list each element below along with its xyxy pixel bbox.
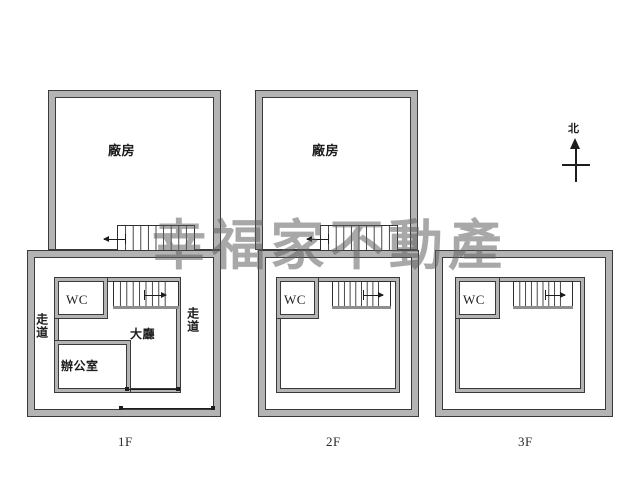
stair-direction-arrow-upper-1f bbox=[103, 236, 126, 242]
stair-arrow-tick-upper-1f bbox=[125, 234, 126, 244]
2f-wc-label: WC bbox=[284, 292, 306, 307]
1f-entry-door-pivot bbox=[119, 406, 123, 410]
stair-landing-lower-2f bbox=[332, 306, 391, 309]
floor-label-2f: 2F bbox=[326, 434, 341, 449]
stair-landing-3f bbox=[513, 306, 573, 309]
1f-wc-label: WC bbox=[66, 292, 88, 307]
3f-wc-interior bbox=[459, 281, 496, 315]
1f-entry-door-jamb bbox=[211, 406, 215, 410]
stair-direction-arrow-lower-2f bbox=[363, 295, 383, 296]
stair-arrow-tick-lower-1f bbox=[144, 290, 145, 300]
floor-label-3f: 3F bbox=[518, 434, 533, 449]
stair-direction-arrow-upper-2f bbox=[306, 236, 329, 242]
stair-direction-arrow-lower-1f bbox=[144, 295, 166, 296]
1f-office-label: 辦公室 bbox=[61, 359, 99, 373]
floor-label-1f: 1F bbox=[118, 434, 133, 449]
stair-direction-arrow-3f bbox=[545, 295, 565, 296]
1f-office-interior bbox=[58, 344, 127, 389]
1f-interior-door-line bbox=[127, 389, 179, 391]
stair-3f bbox=[513, 281, 573, 309]
2f-factory-label: 廠房 bbox=[312, 144, 340, 159]
stair-arrow-tick-3f bbox=[545, 290, 546, 300]
stair-arrow-tick-lower-2f bbox=[363, 290, 364, 300]
1f-corridor-left-label: 走道 bbox=[34, 313, 49, 339]
stair-landing-lower-1f bbox=[113, 306, 179, 309]
stair-upper-2f bbox=[320, 225, 398, 254]
1f-entry-door-line bbox=[122, 408, 214, 410]
1f-upper-block-interior bbox=[55, 97, 214, 250]
1f-lobby-label: 大廳 bbox=[130, 327, 156, 341]
1f-interior-door-pivot bbox=[125, 387, 129, 391]
compass-stem bbox=[575, 142, 577, 182]
1f-wc-interior bbox=[58, 281, 104, 315]
2f-upper-block-interior bbox=[262, 97, 411, 250]
north-compass: 北 bbox=[556, 123, 596, 186]
stair-treads-icon bbox=[328, 226, 390, 253]
1f-interior-door-jamb bbox=[176, 387, 180, 391]
north-label: 北 bbox=[568, 122, 580, 135]
1f-factory-label: 廠房 bbox=[108, 144, 136, 159]
1f-corridor-right-label: 走道 bbox=[185, 307, 200, 333]
stair-arrow-tick-upper-2f bbox=[328, 234, 329, 244]
3f-wc-label: WC bbox=[463, 292, 485, 307]
2f-wc-interior bbox=[280, 281, 315, 315]
compass-cross bbox=[562, 164, 590, 166]
